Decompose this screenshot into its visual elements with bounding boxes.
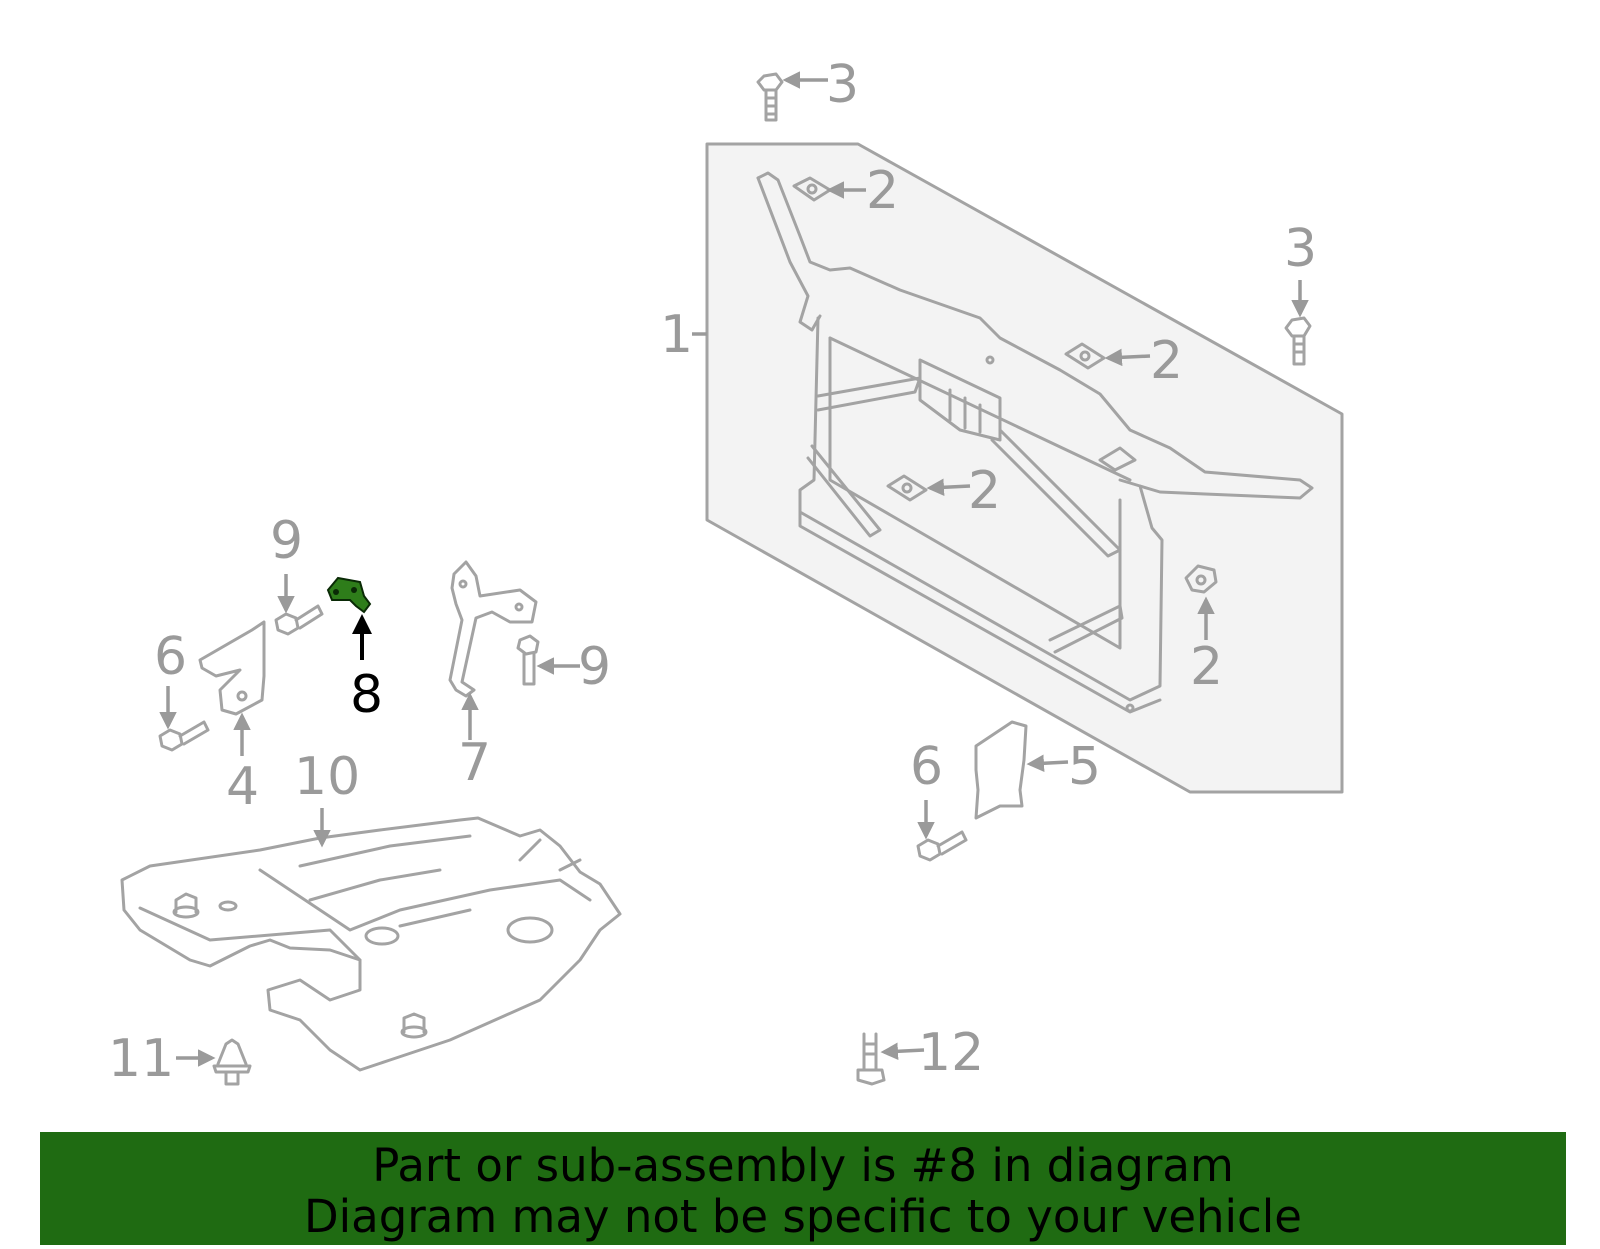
bracket-part-4 — [198, 620, 266, 716]
callout-12: 12 — [918, 1023, 984, 1083]
callout-9-left: 9 — [270, 511, 303, 571]
callout-6-right: 6 — [910, 737, 943, 797]
banner-line-disclaimer: Diagram may not be specific to your vehi… — [304, 1190, 1302, 1243]
callout-labels: 1 2 2 2 2 3 3 4 5 6 6 7 8 9 9 10 11 12 — [108, 55, 1317, 1089]
callout-3-right: 3 — [1284, 219, 1317, 279]
splash-shield-part-10 — [120, 816, 622, 1072]
banner-line-part-number: Part or sub-assembly is #8 in diagram — [372, 1139, 1234, 1192]
callout-2-middle: 2 — [968, 461, 1001, 521]
callout-5: 5 — [1068, 737, 1101, 797]
callout-2-bottom: 2 — [1190, 637, 1223, 697]
bolt-part-9 — [274, 604, 540, 686]
leader-arrows — [159, 71, 1309, 1067]
callout-2-right: 2 — [1150, 331, 1183, 391]
part-info-banner: Part or sub-assembly is #8 in diagram Di… — [40, 1132, 1566, 1245]
callout-8: 8 — [350, 665, 383, 725]
deflector-part-5 — [974, 720, 1028, 820]
bracket-part-8-highlighted[interactable] — [326, 576, 372, 614]
callout-9-right: 9 — [578, 637, 611, 697]
callout-4: 4 — [226, 757, 259, 817]
bolt-part-3 — [756, 72, 1312, 366]
callout-11: 11 — [108, 1029, 174, 1089]
callout-3-top: 3 — [826, 55, 859, 115]
bolt-part-6 — [158, 720, 968, 862]
bolt-part-12 — [856, 1032, 886, 1086]
callout-2-top: 2 — [866, 161, 899, 221]
callout-10: 10 — [294, 747, 360, 807]
bracket-part-7 — [448, 560, 538, 698]
push-clip-part-11 — [212, 1038, 252, 1086]
radiator-support-assembly — [705, 142, 1344, 794]
callout-1: 1 — [660, 305, 693, 365]
callout-6-left: 6 — [154, 627, 187, 687]
callout-7: 7 — [458, 733, 491, 793]
